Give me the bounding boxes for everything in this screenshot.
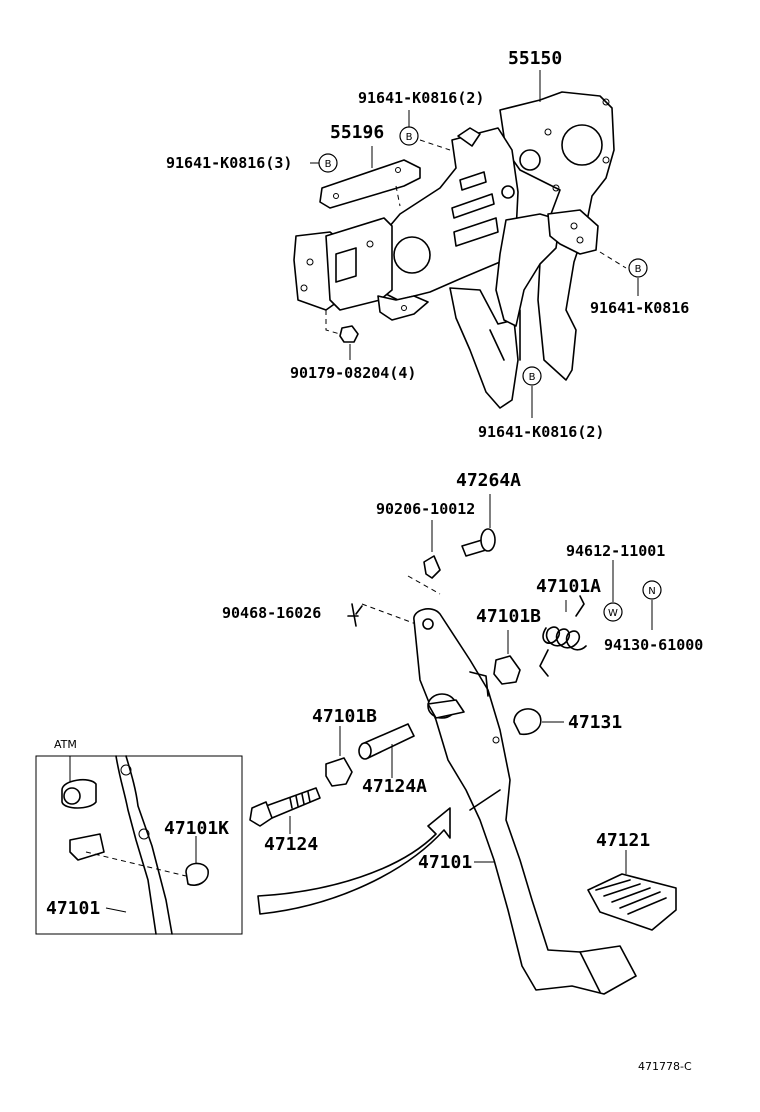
label-47101b-mid: 47101B	[312, 706, 377, 727]
bushing-47101b-mid	[325, 726, 353, 787]
label-94612-11001: 94612-11001	[566, 542, 665, 560]
label-90468-16026: 90468-16026	[222, 604, 321, 622]
return-spring-47101a	[539, 595, 587, 677]
label-91641-k0816-2-bottom: 91641-K0816(2)	[478, 423, 604, 441]
label-55196: 55196	[330, 122, 384, 143]
svg-text:B: B	[406, 132, 413, 143]
svg-text:W: W	[608, 608, 618, 619]
brake-pedal-arm-47101	[413, 608, 637, 995]
label-47264a: 47264A	[456, 470, 521, 491]
label-47101a: 47101A	[536, 576, 601, 597]
b-marker-upper-3: B	[628, 258, 648, 278]
bracket-55196	[319, 159, 421, 209]
svg-text:N: N	[648, 586, 655, 597]
label-94130-61000: 94130-61000	[604, 636, 703, 654]
label-91641-k0816-2-top: 91641-K0816(2)	[358, 89, 484, 107]
pedal-pad-47121	[587, 850, 677, 931]
cotter-pin-90468	[347, 603, 363, 627]
pin-47264a	[461, 494, 496, 557]
svg-text:B: B	[635, 264, 642, 275]
b-marker-upper-2: B	[318, 153, 338, 173]
n-marker: N	[642, 580, 662, 630]
svg-text:B: B	[325, 159, 332, 170]
assembly-arrow	[257, 807, 451, 915]
b-marker-upper-1: B	[399, 126, 419, 146]
clip-90206	[423, 520, 441, 579]
b-marker-upper-4: B	[522, 366, 542, 386]
label-47124a: 47124A	[362, 776, 427, 797]
atm-inset	[35, 755, 243, 935]
label-90206-10012: 90206-10012	[376, 500, 475, 518]
label-47101b-top: 47101B	[476, 606, 541, 627]
label-atm: ATM	[54, 738, 77, 751]
label-47101: 47101	[418, 852, 472, 873]
label-90179-08204-4: 90179-08204(4)	[290, 364, 416, 382]
stopper-cushion-47131	[513, 708, 564, 736]
label-47121: 47121	[596, 830, 650, 851]
bolt-47124	[249, 787, 321, 834]
nut-90179	[325, 310, 359, 343]
pedal-support-bracket	[293, 91, 615, 409]
bushing-47101b-top	[493, 630, 521, 685]
collar-47124a	[358, 723, 415, 778]
label-55150: 55150	[508, 48, 562, 69]
w-marker: W	[603, 560, 623, 622]
label-91641-k0816-3: 91641-K0816(3)	[166, 154, 292, 172]
svg-text:B: B	[529, 372, 536, 383]
label-47124: 47124	[264, 834, 318, 855]
diagram-id: 471778-C	[638, 1060, 692, 1073]
label-47101k: 47101K	[164, 818, 229, 839]
label-91641-k0816: 91641-K0816	[590, 299, 689, 317]
label-47101-inset: 47101	[46, 898, 100, 919]
label-47131: 47131	[568, 712, 622, 733]
